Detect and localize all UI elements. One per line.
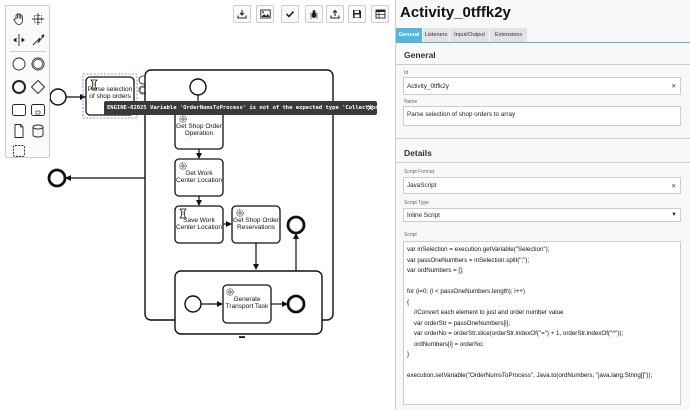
create-end-event-icon[interactable] [10,78,28,96]
create-gateway-icon[interactable] [29,78,47,96]
create-task-icon[interactable] [10,101,28,119]
create-data-store-icon[interactable] [29,122,47,140]
space-tool-icon[interactable] [10,31,28,49]
error-tooltip: ENGINE-02025 Variable 'OrderNumsToProces… [104,101,385,115]
name-field-value: Parse selection of shop orders to array [407,111,516,118]
tab-listeners[interactable]: Listeners [423,28,450,42]
check-icon[interactable] [281,5,299,23]
error-close-icon[interactable]: ✕ [366,103,374,113]
tab-general[interactable]: General [396,28,423,42]
palette-separator [10,51,46,52]
section-divider [396,162,690,163]
script-task-icon [90,79,98,90]
script-line: ordNumbers[i] = orderNo; [407,340,484,348]
id-field-value: Activity_0tffk2y [407,82,449,90]
script-type-select[interactable]: Inline Script ▼ [403,208,681,222]
collapse-marker-icon[interactable]: ▬ [239,334,245,340]
task-get-work-center-location-label: Get Work Center Location [176,170,222,185]
script-line: execution.setVariable("OrderNumsToProces… [407,372,653,379]
table-icon[interactable] [371,5,389,23]
script-type-label: Script Type [404,200,429,206]
section-divider [396,138,690,139]
script-format-value: JavaScript [407,182,437,189]
script-line: //Convert each element to just and order… [407,309,564,316]
script-task-icon [179,208,187,219]
bpmn-diagram[interactable] [0,0,395,410]
create-subprocess-icon[interactable] [29,101,47,119]
end-event-left[interactable] [47,168,67,188]
inner-start-event[interactable] [189,78,207,96]
panel-tabs: General Listeners Input/Output Extension… [396,28,690,42]
name-field[interactable]: Parse selection of shop orders to array [403,106,681,126]
tool-palette [5,5,50,158]
script-line: var orderStr = passOneNumbers[i]; [407,319,510,327]
task-get-shop-order-operation-label: Get Shop Order Operation [176,123,222,138]
upload-icon[interactable] [326,5,344,23]
hand-tool-icon[interactable] [10,10,28,28]
task-get-shop-order-reservations-label: Get Shop Order Reservations [233,217,279,232]
task-save-work-center-location-label: Save Work Center Location [176,217,222,232]
tab-underline [396,42,690,43]
service-task-icon [226,288,234,296]
tab-input-output[interactable]: Input/Output [450,28,490,42]
properties-panel: Activity_0tffk2y General Listeners Input… [395,0,690,410]
diagram-canvas[interactable]: Parse selection of shop orders to Get Sh… [0,0,395,410]
service-task-icon [179,162,187,170]
global-connect-tool-icon[interactable] [29,31,47,49]
script-editor[interactable]: var inSelection = execution.getVariable(… [403,241,681,405]
details-heading: Details [404,148,432,158]
id-field[interactable]: Activity_0tffk2y × [403,77,681,95]
create-data-object-icon[interactable] [10,122,28,140]
create-intermediate-event-icon[interactable] [29,55,47,73]
task-generate-transport-task-label: Generate Transport Task [225,296,269,311]
inner-end-event[interactable] [286,215,306,235]
save-icon[interactable] [348,5,366,23]
service-task-icon [236,209,244,217]
section-divider [396,64,690,65]
nested-start-event[interactable] [184,295,202,313]
clear-id-icon[interactable]: × [671,81,676,91]
script-line: var passOneNumbers = inSelection.split("… [407,256,530,264]
name-label: Name [404,99,418,105]
script-line: var ordNumbers = []; [407,267,464,274]
script-type-value: Inline Script [407,211,440,219]
script-line: for (i=0; (i < passOneNumbers.length); i… [407,288,525,295]
create-group-icon[interactable] [10,142,28,160]
nested-end-event[interactable] [286,294,306,314]
script-line: } [407,351,410,358]
clear-script-format-icon[interactable]: × [671,181,676,190]
start-event[interactable] [49,88,67,106]
bug-icon[interactable] [305,5,323,23]
tab-extensions[interactable]: Extensions [490,28,528,42]
script-line [407,277,677,288]
chevron-down-icon: ▼ [671,212,677,218]
error-message: ENGINE-02025 Variable 'OrderNumsToProces… [107,105,386,111]
script-line: var inSelection = execution.getVariable(… [407,246,550,253]
id-label: Id [404,70,409,76]
image-icon[interactable] [256,5,274,23]
general-heading: General [404,50,436,60]
script-line: var orderNo = orderStr.slice(orderStr.in… [407,330,624,337]
download-icon[interactable] [233,5,251,23]
script-label: Script [404,232,417,238]
lasso-tool-icon[interactable] [29,10,47,28]
script-format-label: Script Format [404,169,435,175]
script-format-field[interactable]: JavaScript × [403,177,681,194]
service-task-icon [179,115,187,123]
script-line: { [407,298,410,306]
panel-title: Activity_0tffk2y [400,4,511,21]
create-start-event-icon[interactable] [10,55,28,73]
script-line [407,361,677,372]
